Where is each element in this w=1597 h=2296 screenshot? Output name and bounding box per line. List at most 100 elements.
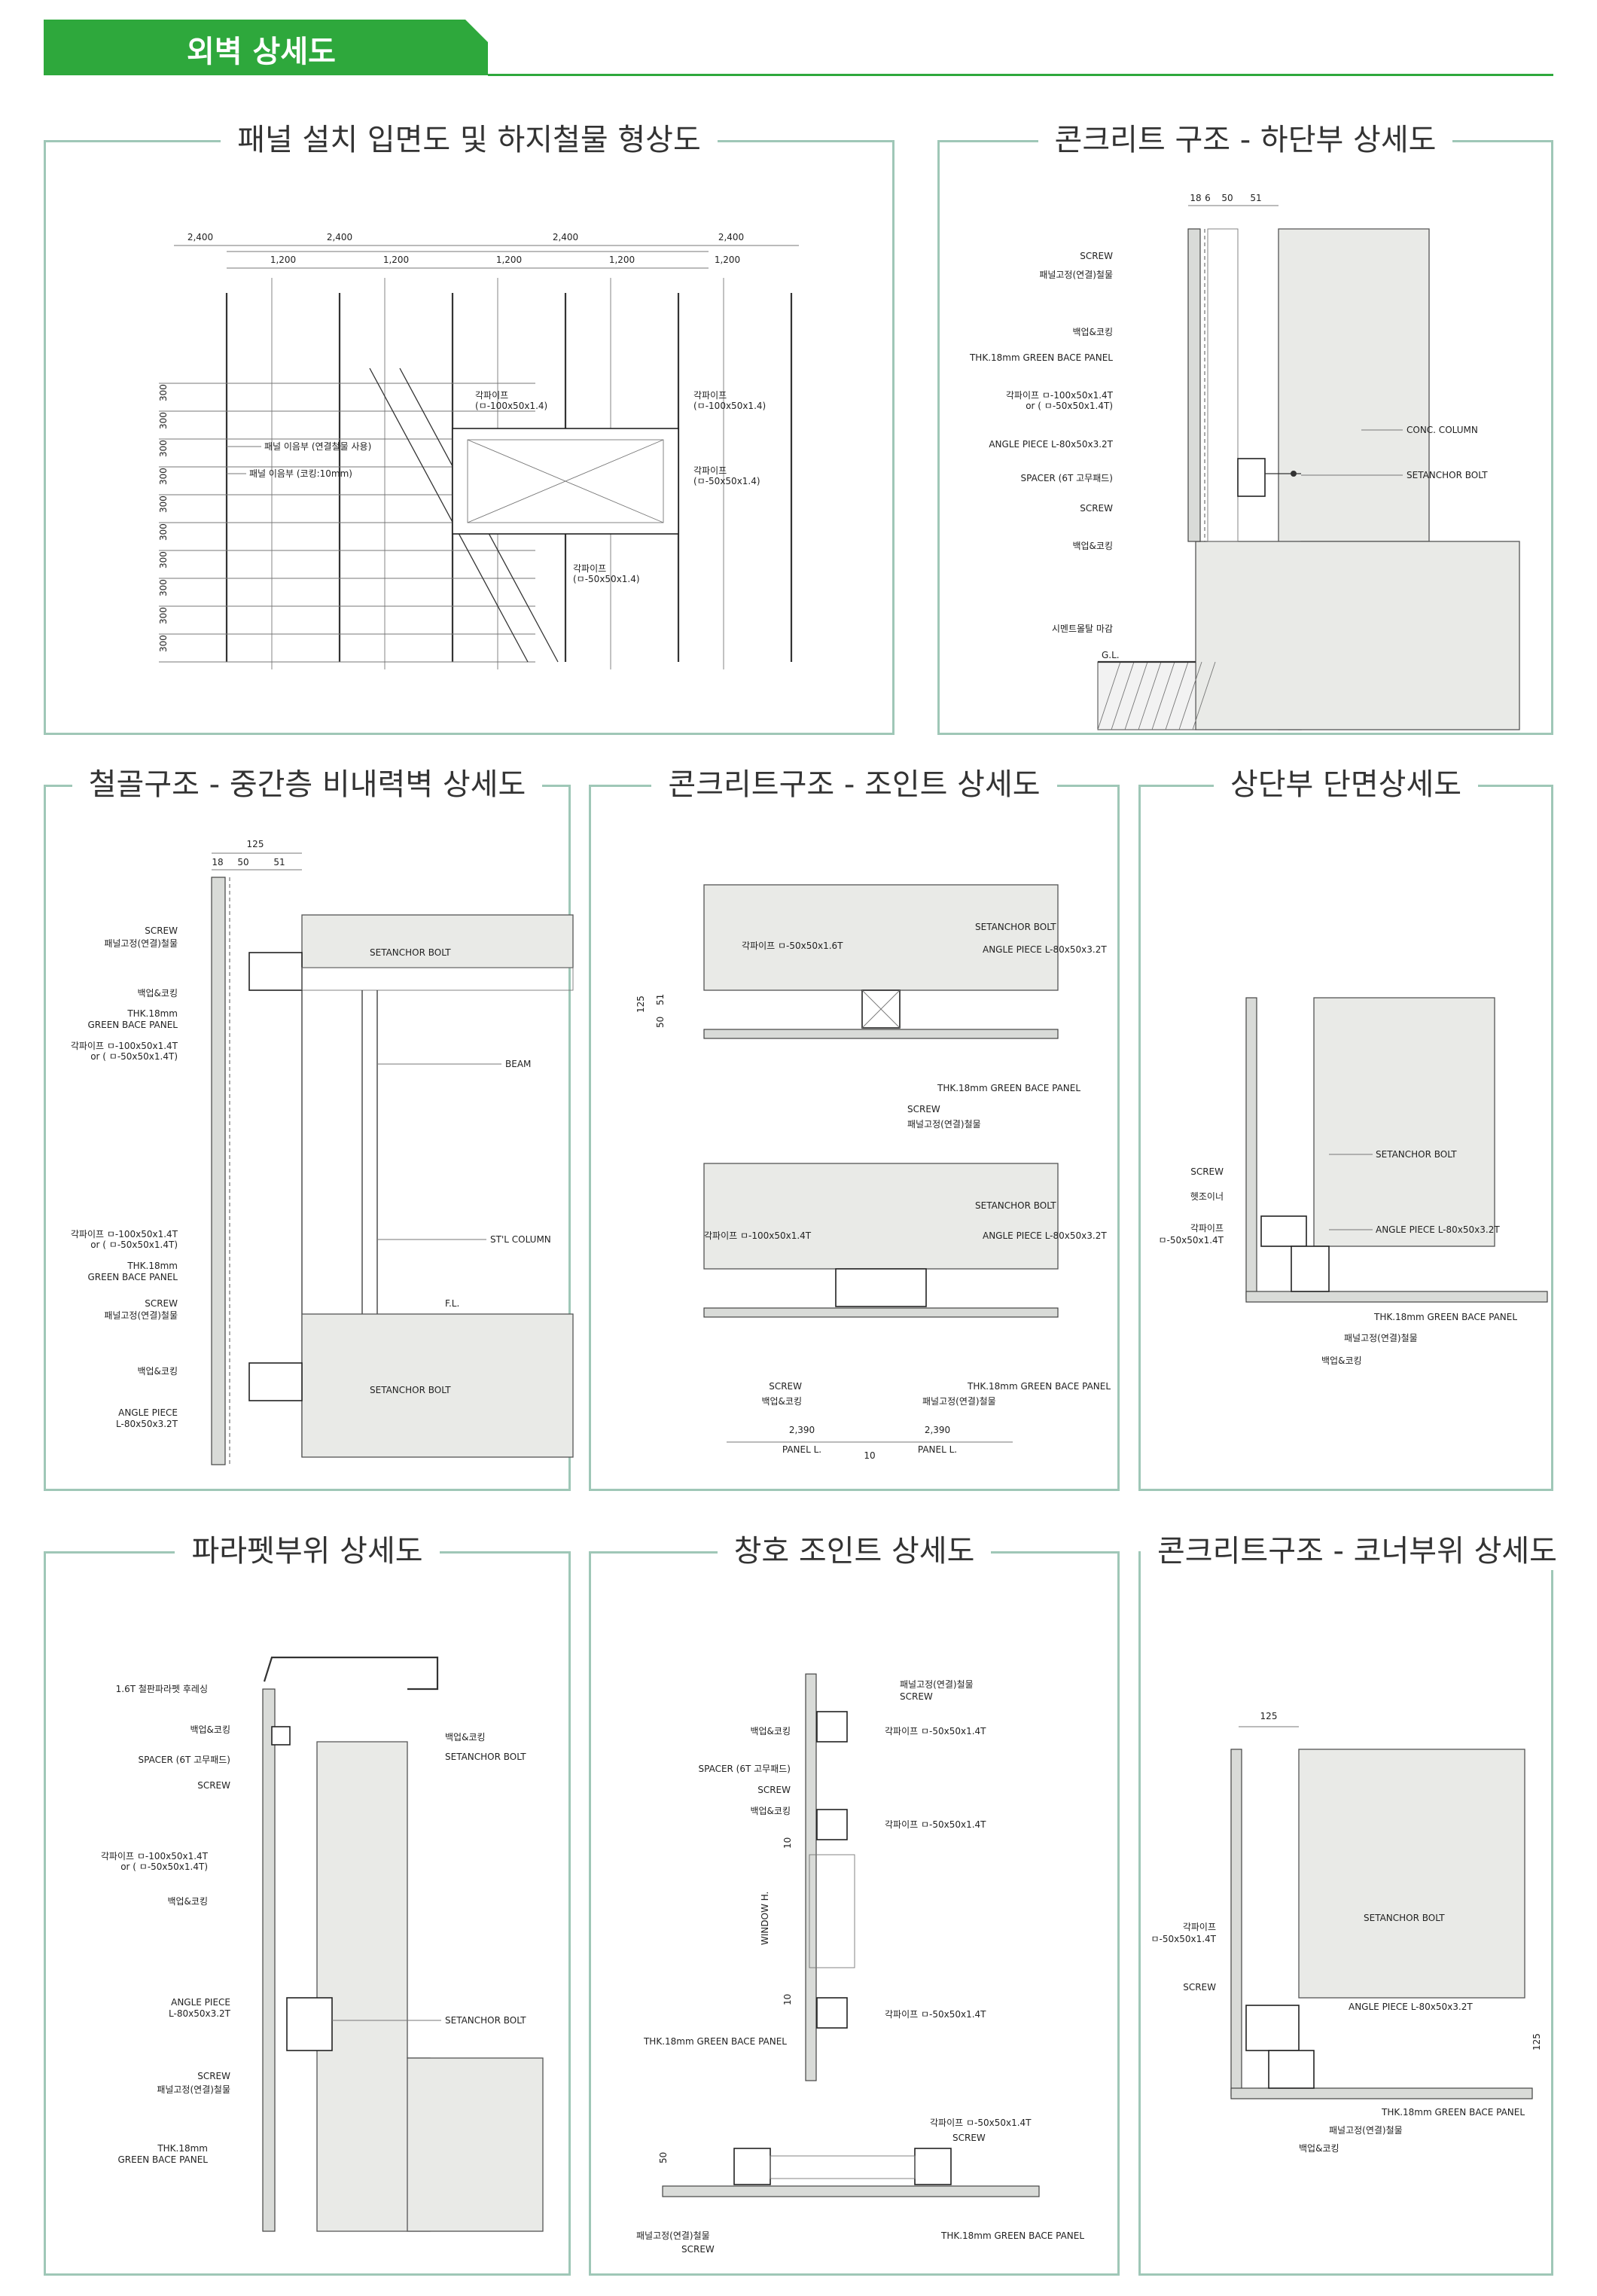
- panel-top-section-title: 상단부 단면상세도: [1213, 766, 1479, 803]
- label-corner: 헷조이너: [1190, 1191, 1224, 1202]
- label-anchor2: SETANCHOR BOLT: [975, 1200, 1056, 1211]
- label-bracket1: 패널고정(연결)철물: [907, 1119, 981, 1130]
- label-flashing: 1.6T 철판파라펫 후레싱: [116, 1684, 208, 1694]
- corner-detail-drawing: 125 각파이프 ㅁ-50x50x1.4T SCREW SETANCHOR BO…: [1151, 1711, 1542, 2154]
- label-backup1: 백업&코킹: [750, 1726, 791, 1736]
- dim-sub-2: 1,200: [383, 255, 409, 265]
- label-angle1: ANGLE PIECE L-80x50x3.2T: [983, 944, 1107, 955]
- panel-steel-detail-title: 철골구조 - 중간층 비내력벽 상세도: [72, 766, 543, 803]
- label-backup2: 백업&코킹: [750, 1806, 791, 1816]
- label-panel2-b: GREEN BACE PANEL: [87, 1272, 178, 1282]
- dim-10-top: 10: [782, 1837, 793, 1849]
- dim-18: 18: [212, 857, 223, 867]
- label-spacer: SPACER (6T 고무패드): [698, 1764, 791, 1774]
- label-anchor1: SETANCHOR BOLT: [445, 1752, 526, 1762]
- label-pipe: 각파이프 ㅁ-100x50x1.4T: [1006, 390, 1114, 401]
- label-anchor2: SETANCHOR BOLT: [445, 2015, 526, 2026]
- label-pipe-size: ㅁ-50x50x1.4T: [1158, 1235, 1224, 1246]
- label-bracket: 패널고정(연결)철물: [104, 938, 178, 949]
- dim-50: 50: [1221, 193, 1233, 203]
- panel-parapet-title: 파라펫부위 상세도: [175, 1532, 440, 1570]
- dim-len2: 2,390: [925, 1425, 950, 1435]
- label-column: CONC. COLUMN: [1407, 425, 1478, 435]
- label-screw1: SCREW: [907, 1104, 940, 1114]
- elev-pipe-b: 각파이프: [693, 390, 727, 401]
- label-anchor1: SETANCHOR BOLT: [975, 922, 1056, 932]
- label-pipe: 각파이프 ㅁ-100x50x1.4T: [101, 1851, 209, 1861]
- row-dim: 300: [158, 468, 169, 485]
- window-joint-drawing: 패널고정(연결)철물 SCREW 백업&코킹 각파이프 ㅁ-50x50x1.4T…: [636, 1673, 1084, 2255]
- label-anchor: SETANCHOR BOLT: [1376, 1149, 1457, 1160]
- panel-corner-detail-title: 콘크리트구조 - 코너부위 상세도: [1141, 1532, 1574, 1570]
- label-backup1r: 백업&코킹: [445, 1732, 486, 1743]
- label-pipe4: 각파이프 ㅁ-50x50x1.4T: [930, 2118, 1032, 2128]
- dim-sub-4: 1,200: [609, 255, 635, 265]
- label-backup: 백업&코킹: [1321, 1355, 1362, 1366]
- label-anchor: SETANCHOR BOLT: [1364, 1913, 1445, 1923]
- label-anchor: SETANCHOR BOLT: [1407, 470, 1488, 480]
- label-screw: SCREW: [145, 925, 178, 936]
- elev-pipe-a: 각파이프: [475, 390, 508, 401]
- dim-sub-1: 1,200: [270, 255, 296, 265]
- dim-50: 50: [655, 1017, 666, 1028]
- label-panel: THK.18mm GREEN BACE PANEL: [969, 352, 1113, 363]
- dim-sub-5: 1,200: [715, 255, 740, 265]
- dim-top-3: 2,400: [553, 232, 578, 242]
- elev-joint-connector: 패널 이음부 (연결철물 사용): [264, 441, 371, 452]
- label-beam: BEAM: [505, 1059, 531, 1069]
- label-pipe: 각파이프: [1183, 1922, 1216, 1932]
- row-dim: 300: [158, 635, 169, 652]
- label-screw3: SCREW: [952, 2133, 986, 2143]
- label-gl: G.L.: [1102, 650, 1120, 660]
- dim-top-2: 2,400: [327, 232, 352, 242]
- label-backup2: 백업&코킹: [167, 1896, 208, 1907]
- top-section-drawing: SCREW 헷조이너 각파이프 ㅁ-50x50x1.4T SETANCHOR B…: [1158, 997, 1548, 1366]
- label-backup: 백업&코킹: [1072, 327, 1113, 337]
- label-screw1: SCREW: [197, 1780, 230, 1791]
- elev-pipe-a-size: (ㅁ-100x50x1.4): [475, 401, 547, 411]
- dim-len1-label: PANEL L.: [782, 1444, 821, 1455]
- panel-joint-detail: 콘크리트구조 - 조인트 상세도 각파이프 ㅁ-50x50x1.6T SETAN…: [589, 766, 1120, 1491]
- dim-10-bottom: 10: [782, 1994, 793, 2005]
- dim-18: 18: [1190, 193, 1201, 203]
- dim-sub-3: 1,200: [496, 255, 522, 265]
- label-angle: ANGLE PIECE L-80x50x3.2T: [1349, 2002, 1473, 2012]
- label-anchor2: SETANCHOR BOLT: [370, 1385, 451, 1395]
- dim-50: 50: [658, 2152, 669, 2163]
- dim-50: 50: [237, 857, 248, 867]
- label-pipe2: 각파이프 ㅁ-100x50x1.4T: [704, 1230, 812, 1241]
- section-title: 외벽 상세도: [187, 35, 336, 69]
- panel-bottom-detail: 콘크리트 구조 - 하단부 상세도 18 6 50 51 SCREW 패널고정(…: [937, 121, 1553, 735]
- label-fl: F.L.: [445, 1298, 459, 1309]
- label-pipe3: 각파이프 ㅁ-50x50x1.4T: [885, 2009, 986, 2020]
- label-panel-a: THK.18mm: [157, 2143, 208, 2154]
- label-panel1: THK.18mm GREEN BACE PANEL: [643, 2036, 787, 2047]
- label-screw2: SCREW: [145, 1298, 178, 1309]
- label-window-h: WINDOW H.: [760, 1892, 770, 1945]
- dim-51: 51: [1250, 193, 1261, 203]
- label-backup2: 백업&코킹: [1072, 541, 1113, 551]
- label-screw4: SCREW: [681, 2244, 715, 2255]
- dim-top-4: 2,400: [718, 232, 744, 242]
- row-dim: 300: [158, 412, 169, 429]
- label-pipe2-or: or ( ㅁ-50x50x1.4T): [90, 1239, 178, 1250]
- label-panel1: THK.18mm GREEN BACE PANEL: [937, 1083, 1080, 1093]
- label-panel: THK.18mm GREEN BACE PANEL: [1373, 1312, 1517, 1322]
- label-backup1: 백업&코킹: [190, 1724, 230, 1735]
- elev-pipe-c-size: (ㅁ-50x50x1.4): [693, 476, 760, 486]
- label-pipe2: 각파이프 ㅁ-100x50x1.4T: [71, 1229, 178, 1239]
- dim-125-top: 125: [1260, 1711, 1278, 1721]
- label-pipe2: 각파이프 ㅁ-50x50x1.4T: [885, 1819, 986, 1830]
- panel-bottom-detail-title: 콘크리트 구조 - 하단부 상세도: [1038, 121, 1453, 159]
- dim-125-side: 125: [1531, 2033, 1542, 2051]
- panel-joint-detail-title: 콘크리트구조 - 조인트 상세도: [651, 766, 1057, 803]
- elev-pipe-b-size: (ㅁ-100x50x1.4): [693, 401, 766, 411]
- label-pipe-or: or ( ㅁ-50x50x1.4T): [90, 1051, 178, 1062]
- elev-pipe-c: 각파이프: [693, 465, 727, 476]
- panel-window-joint: 창호 조인트 상세도 패널고정(연결)철물 SCREW 백업&코킹 각파이프 ㅁ…: [589, 1532, 1120, 2276]
- section-header: 외벽 상세도: [44, 20, 488, 75]
- label-angle: ANGLE PIECE L-80x50x3.2T: [1376, 1224, 1500, 1235]
- bottom-detail-drawing: 18 6 50 51 SCREW 패널고정(연결)철물 백업&코킹 THK.18…: [969, 193, 1520, 730]
- label-bracket: 패널고정(연결)철물: [1329, 2125, 1403, 2136]
- label-pipe-or: or ( ㅁ-50x50x1.4T): [120, 1861, 208, 1872]
